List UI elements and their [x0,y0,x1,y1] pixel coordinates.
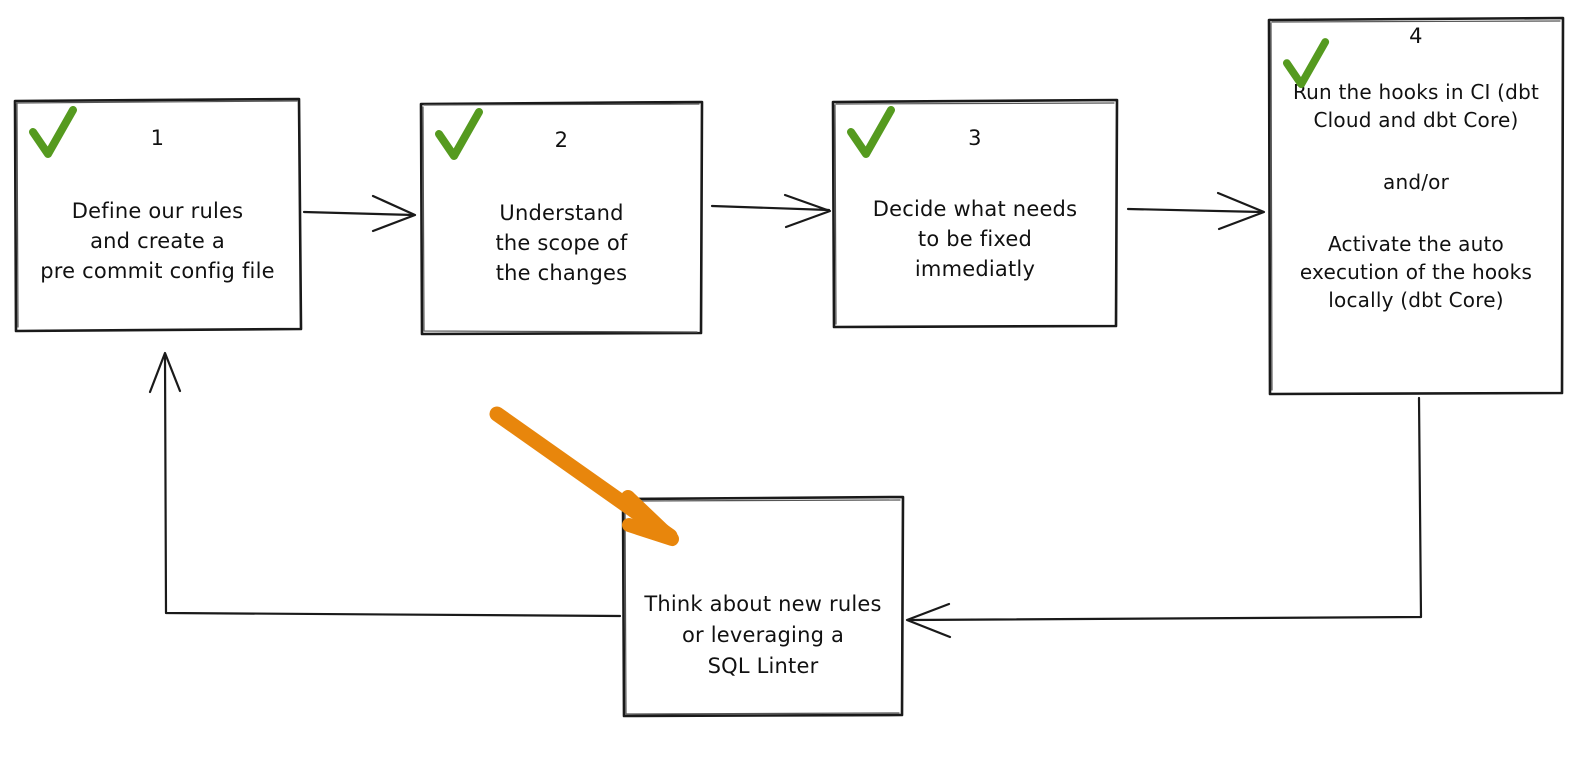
node-3-step-number: 3 [968,126,982,150]
node-4-paragraph-3: Activate the auto execution of the hooks… [1299,232,1533,312]
node-step-1[interactable]: 1 Define our rules and create a pre comm… [14,100,301,331]
node-5-body: Think about new rules or leveraging a SQ… [622,523,904,717]
node-1-line-1: Define our rules [71,198,244,223]
arrow-3-to-4 [1126,191,1266,231]
node-2-step-number: 2 [554,128,569,152]
node-3-line-1: Decide what needs [872,196,1078,221]
node-1-step-number: 1 [150,126,165,150]
node-4-body: Run the hooks in CI (dbt Cloud and dbt C… [1268,48,1564,395]
arrow-2-to-3 [710,193,832,229]
node-4-paragraph-2: and/or [1382,170,1450,194]
node-2-line-3: the changes [495,261,628,285]
node-5-line-1: Think about new rules [644,591,882,616]
node-step-2[interactable]: 2 Understand the scope of the changes [420,102,703,334]
node-2-line-1: Understand [499,201,624,225]
node-3-line-3: immediatly [914,256,1036,281]
node-2-body: Understand the scope of the changes [420,152,703,334]
green-check-icon [29,106,77,158]
green-check-icon [847,106,895,158]
green-check-icon [1282,38,1330,89]
arrow-1-to-2 [302,194,417,233]
node-think-about-new-rules[interactable]: Think about new rules or leveraging a SQ… [622,497,904,717]
node-4-paragraph-1: Run the hooks in CI (dbt Cloud and dbt C… [1292,80,1540,132]
node-3-body: Decide what needs to be fixed immediatly [832,150,1118,327]
green-check-icon [435,108,483,160]
node-step-3[interactable]: 3 Decide what needs to be fixed immediat… [832,100,1118,327]
node-2-line-2: the scope of [495,231,628,255]
node-1-line-3: pre commit config file [40,258,275,283]
node-4-step-number: 4 [1409,24,1423,48]
node-step-4[interactable]: 4 Run the hooks in CI (dbt Cloud and dbt… [1268,18,1564,395]
node-1-body: Define our rules and create a pre commit… [14,150,301,331]
node-3-line-2: to be fixed [917,226,1033,251]
arrow-4-to-5 [905,396,1423,639]
node-1-line-2: and create a [90,228,225,253]
arrow-5-to-1 [148,351,622,618]
node-5-line-2: or leveraging a [681,622,845,647]
node-5-line-3: SQL Linter [707,653,819,678]
